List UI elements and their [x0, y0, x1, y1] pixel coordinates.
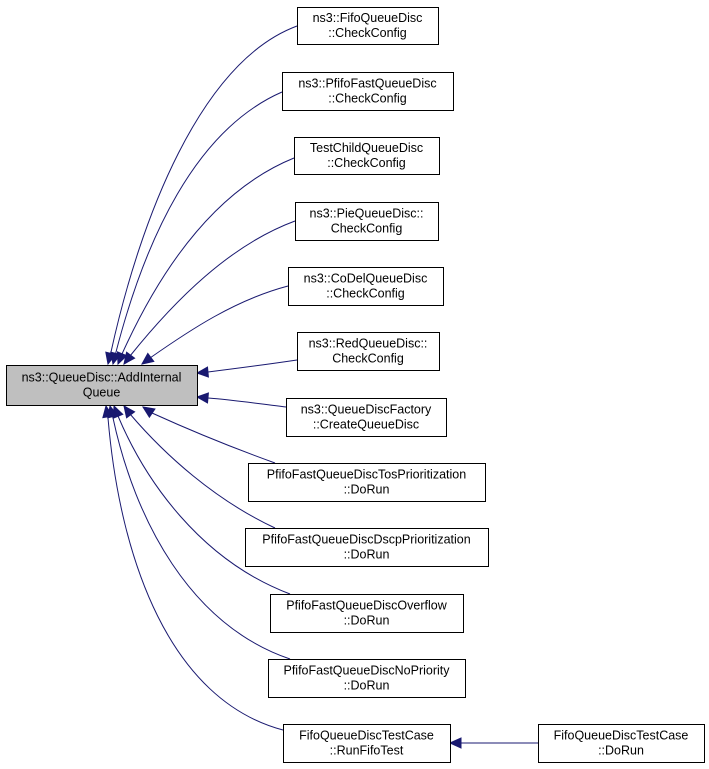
node-pfifo-check[interactable]: ns3::PfifoFastQueueDisc::CheckConfig — [282, 72, 454, 111]
edge-line — [123, 405, 276, 529]
edge-testchild-check-to-root — [116, 157, 295, 366]
edge-line — [196, 396, 287, 408]
node-label-line: ns3::QueueDiscFactory — [301, 403, 432, 417]
node-box — [6, 365, 198, 406]
edge-tos-dorun-to-root — [141, 406, 276, 464]
node-box — [286, 398, 447, 437]
node-label-line: PfifoFastQueueDiscOverflow — [286, 599, 447, 613]
node-label-line: ::DoRun — [344, 548, 390, 562]
node-pie-check[interactable]: ns3::PieQueueDisc::CheckConfig — [295, 202, 439, 241]
node-runfifotest[interactable]: FifoQueueDiscTestCase::RunFifoTest — [283, 724, 451, 763]
node-label-line: CheckConfig — [332, 352, 404, 366]
node-label-line: ::DoRun — [344, 483, 390, 497]
node-box — [248, 463, 486, 502]
node-label-line: ::DoRun — [344, 614, 390, 628]
node-tos-dorun[interactable]: PfifoFastQueueDiscTosPrioritization::DoR… — [248, 463, 486, 502]
call-edges — [102, 25, 538, 749]
node-box — [294, 137, 440, 175]
node-label-line: ns3::FifoQueueDisc — [313, 11, 423, 25]
node-label-line: ::CreateQueueDisc — [313, 418, 419, 432]
node-label-line: ::CheckConfig — [328, 26, 407, 40]
node-label-line: ::DoRun — [344, 679, 390, 693]
node-fifo-check[interactable]: ns3::FifoQueueDisc::CheckConfig — [297, 7, 439, 45]
node-box — [245, 528, 489, 567]
edge-line — [113, 405, 291, 595]
node-label-line: ::CheckConfig — [326, 287, 405, 301]
arrowhead-icon — [195, 366, 209, 378]
node-box — [295, 202, 439, 241]
edge-line — [141, 285, 289, 365]
node-label-line: PfifoFastQueueDiscDscpPrioritization — [262, 533, 470, 547]
node-label-line: ns3::PieQueueDisc:: — [310, 207, 424, 221]
node-label-line: CheckConfig — [331, 222, 403, 236]
node-label-line: TestChildQueueDisc — [310, 141, 423, 155]
edge-codel-check-to-root — [141, 285, 289, 365]
node-label-line: Queue — [83, 386, 121, 400]
node-label-line: FifoQueueDiscTestCase — [299, 729, 434, 743]
node-dscp-dorun[interactable]: PfifoFastQueueDiscDscpPrioritization::Do… — [245, 528, 489, 567]
edge-factory-create-to-root — [195, 392, 287, 408]
node-factory-create[interactable]: ns3::QueueDiscFactory::CreateQueueDisc — [286, 398, 447, 437]
edge-line — [123, 220, 296, 365]
node-overflow-dorun[interactable]: PfifoFastQueueDiscOverflow::DoRun — [270, 594, 464, 633]
node-label-line: ns3::CoDelQueueDisc — [304, 272, 428, 286]
node-label-line: ::CheckConfig — [328, 92, 407, 106]
node-box — [268, 659, 466, 698]
edge-line — [117, 157, 295, 365]
node-box — [297, 7, 439, 45]
edge-line — [109, 405, 291, 660]
node-box — [270, 594, 464, 633]
arrowhead-icon — [102, 404, 114, 419]
node-label-line: PfifoFastQueueDiscTosPrioritization — [267, 468, 466, 482]
arrowhead-icon — [123, 351, 136, 365]
edge-fifotestcase-dorun-to-runfifotest — [448, 737, 538, 749]
edge-pie-check-to-root — [123, 220, 296, 365]
edge-dscp-dorun-to-root — [123, 405, 276, 529]
edge-red-check-to-root — [195, 359, 298, 378]
edge-fifo-check-to-root — [105, 25, 298, 366]
node-box — [288, 267, 444, 306]
node-box — [297, 332, 440, 371]
edge-line — [107, 25, 298, 365]
node-box — [538, 724, 705, 763]
node-codel-check[interactable]: ns3::CoDelQueueDisc::CheckConfig — [288, 267, 444, 306]
arrowhead-icon — [195, 392, 209, 404]
node-testchild-check[interactable]: TestChildQueueDisc::CheckConfig — [294, 137, 440, 175]
node-label-line: ns3::PfifoFastQueueDisc — [298, 77, 436, 91]
node-red-check[interactable]: ns3::RedQueueDisc::CheckConfig — [297, 332, 440, 371]
arrowhead-icon — [141, 406, 156, 419]
arrowhead-icon — [116, 351, 128, 366]
edge-runfifotest-to-root — [102, 404, 284, 731]
arrowhead-icon — [141, 352, 155, 365]
node-label-line: ::CheckConfig — [327, 156, 406, 170]
node-fifotestcase-dorun[interactable]: FifoQueueDiscTestCase::DoRun — [538, 724, 705, 763]
node-label-line: ::RunFifoTest — [330, 744, 404, 758]
node-nopriority-dorun[interactable]: PfifoFastQueueDiscNoPriority::DoRun — [268, 659, 466, 698]
edge-line — [196, 359, 298, 374]
node-label-line: FifoQueueDiscTestCase — [554, 729, 689, 743]
node-label-line: ns3::QueueDisc::AddInternal — [22, 371, 182, 385]
node-label-line: ns3::RedQueueDisc:: — [309, 337, 428, 351]
edge-line — [112, 91, 283, 365]
arrowhead-icon — [123, 405, 136, 419]
node-label-line: PfifoFastQueueDiscNoPriority — [283, 664, 450, 678]
node-box — [282, 72, 454, 111]
node-label-line: ::DoRun — [598, 744, 644, 758]
arrowhead-icon — [448, 737, 462, 749]
edge-line — [105, 405, 284, 731]
edge-line — [142, 406, 276, 464]
node-box — [283, 724, 451, 763]
